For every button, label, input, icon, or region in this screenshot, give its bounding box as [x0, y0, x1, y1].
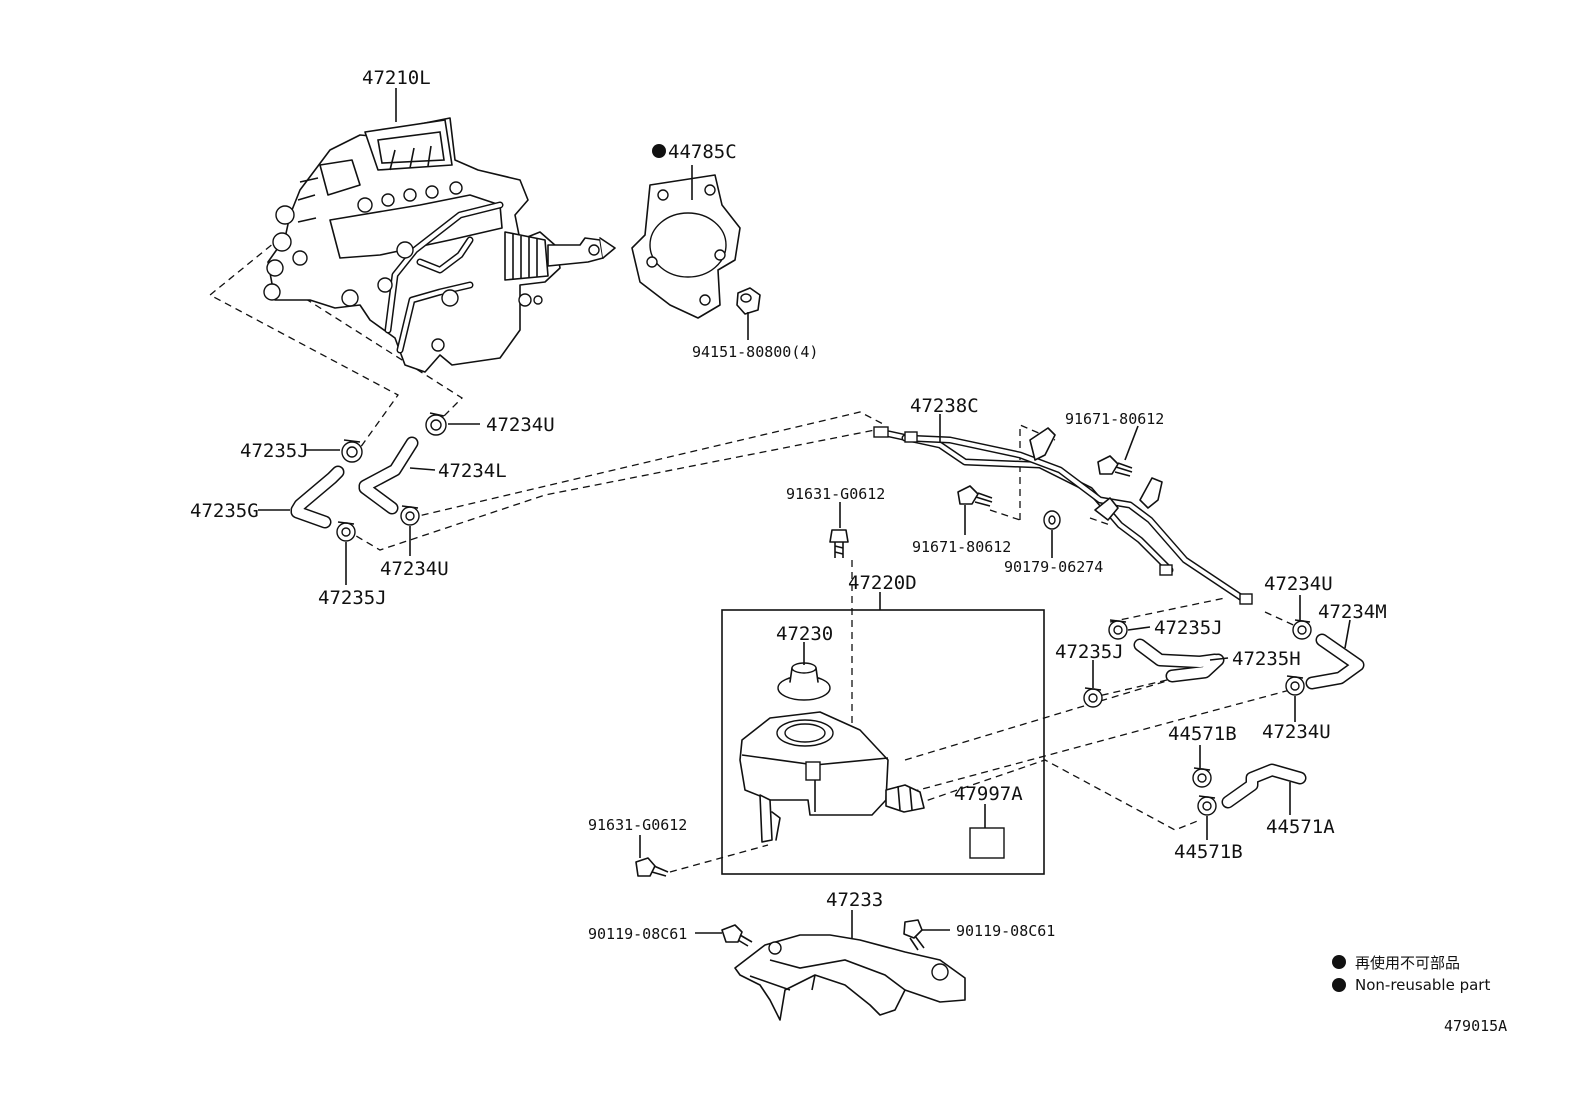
- legend-japanese-text: 再使用不可部品: [1355, 954, 1460, 972]
- clip-44571B-upper: [1192, 767, 1212, 788]
- left-hoses: [290, 436, 419, 529]
- clip-47234U-right-lower: [1285, 675, 1305, 696]
- reservoir-assembly-box: [721, 609, 1045, 875]
- label-44571B-upper: 44571B: [1168, 723, 1237, 745]
- bolt-91671-upper: [1097, 455, 1133, 477]
- reservoir-cap-47230: [777, 662, 831, 701]
- label-94151-80800: 94151-80800(4): [692, 343, 818, 361]
- bolt-90119-left: [721, 924, 753, 947]
- label-44571B-lower: 44571B: [1174, 841, 1243, 863]
- leader-lines: [258, 88, 1351, 938]
- clip-47235J-right-lower: [1083, 687, 1103, 708]
- nut-94151-80800: [736, 287, 761, 315]
- legend: 再使用不可部品 Non-reusable part: [1332, 954, 1490, 994]
- label-47233: 47233: [826, 889, 883, 911]
- label-47234U-lower: 47234U: [380, 558, 449, 580]
- label-47235J-right-lower: 47235J: [1055, 641, 1124, 663]
- gasket-44785C: [631, 174, 741, 319]
- non-reusable-marker-icon: [652, 144, 666, 158]
- reservoir-tank: [739, 711, 925, 843]
- label-47234U-right-upper: 47234U: [1264, 573, 1333, 595]
- clip-47234U-right-upper: [1292, 619, 1312, 640]
- label-47210L: 47210L: [362, 67, 431, 89]
- legend-english-text: Non-reusable part: [1355, 976, 1490, 994]
- grommet-90179: [1043, 510, 1061, 530]
- bracket-47233: [734, 934, 966, 1021]
- clip-47234U-lower: [400, 505, 420, 526]
- clip-47234U-upper: [425, 412, 447, 436]
- clip-47235J-upper: [341, 439, 363, 463]
- brake-actuator-assembly: [263, 117, 616, 373]
- hose-clips: [336, 412, 1312, 816]
- label-47234L: 47234L: [438, 460, 507, 482]
- label-44571A: 44571A: [1266, 816, 1335, 838]
- label-90179-06274: 90179-06274: [1004, 558, 1103, 576]
- label-47997A: 47997A: [954, 783, 1023, 805]
- label-47235J-right-upper: 47235J: [1154, 617, 1223, 639]
- legend-marker-icon-2: [1332, 978, 1346, 992]
- label-47234M: 47234M: [1318, 601, 1387, 623]
- label-47235J-lower: 47235J: [318, 587, 387, 609]
- label-47238C: 47238C: [910, 395, 979, 417]
- label-47234U-right-lower: 47234U: [1262, 721, 1331, 743]
- figure-id: 479015A: [1444, 1017, 1507, 1035]
- label-91631-G0612-lower: 91631-G0612: [588, 816, 687, 834]
- clip-44571B-lower: [1197, 795, 1217, 816]
- label-sticker-47997A: [969, 827, 1005, 859]
- clip-47235J-right-upper: [1108, 619, 1128, 640]
- bolt-91671-lower: [957, 485, 993, 507]
- label-47230: 47230: [776, 623, 833, 645]
- label-47220D: 47220D: [848, 572, 917, 594]
- bolt-90119-right: [903, 919, 925, 951]
- label-44785C: 44785C: [668, 141, 737, 163]
- label-47235H: 47235H: [1232, 648, 1301, 670]
- label-47235G: 47235G: [190, 500, 259, 522]
- brake-tube-assembly: [873, 426, 1253, 605]
- bolt-91631-lower: [635, 857, 669, 877]
- legend-marker-icon: [1332, 955, 1346, 969]
- label-47234U-upper: 47234U: [486, 414, 555, 436]
- clip-47235J-lower: [336, 521, 356, 542]
- part-labels: 47210L 44785C 94151-80800(4) 47238C 9167…: [190, 67, 1387, 943]
- label-90119-08C61-right: 90119-08C61: [956, 922, 1055, 940]
- label-90119-08C61-left: 90119-08C61: [588, 925, 687, 943]
- right-hoses: [1133, 633, 1365, 809]
- label-47235J-upper: 47235J: [240, 440, 309, 462]
- label-91631-G0612-upper: 91631-G0612: [786, 485, 885, 503]
- label-91671-80612-upper: 91671-80612: [1065, 410, 1164, 428]
- label-91671-80612-lower: 91671-80612: [912, 538, 1011, 556]
- bolt-91631-upper: [829, 529, 849, 558]
